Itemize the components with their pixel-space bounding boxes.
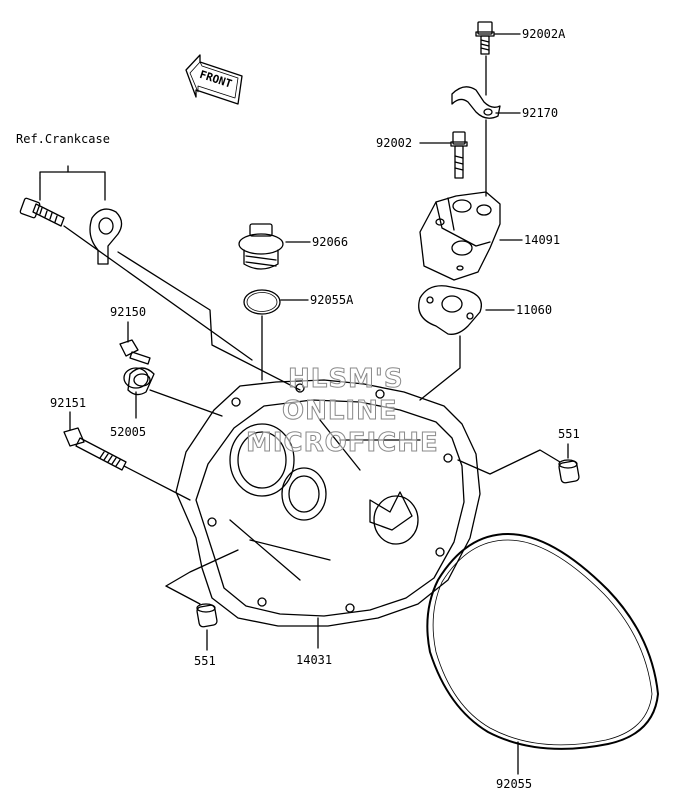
bolt-92151-icon [63,427,127,471]
part-label-551-right[interactable]: 551 [558,427,580,441]
part-label-92151[interactable]: 92151 [50,396,87,410]
part-label-92170[interactable]: 92170 [522,106,559,120]
part-label-92055[interactable]: 92055 [496,777,533,791]
part-label-14091[interactable]: 14091 [524,233,561,247]
bolt-92002A-icon [475,21,495,55]
watermark-line-1: HLSM'S [288,364,404,395]
part-label-11060[interactable]: 11060 [516,303,553,317]
bolt-92002-icon [450,131,468,179]
cover-14091-icon [419,191,501,281]
front-arrow-icon [185,54,243,105]
part-label-551-left[interactable]: 551 [194,654,216,668]
part-label-92150[interactable]: 92150 [110,305,147,319]
clip-92170-icon [451,86,501,119]
gasket-11060-icon [418,285,483,335]
bolt-92150-icon [119,339,151,365]
part-label-92055A[interactable]: 92055A [310,293,354,307]
plug-92066-icon [238,223,284,270]
part-label-92066[interactable]: 92066 [312,235,349,249]
part-label-52005[interactable]: 52005 [110,425,147,439]
watermark-line-2: ONLINE [282,396,398,427]
o-ring-92055A-icon [243,289,281,315]
part-label-92002A[interactable]: 92002A [522,27,566,41]
cover-14031-icon [175,379,481,627]
part-label-14031[interactable]: 14031 [296,653,333,667]
ref-crankcase-bracket [39,165,106,201]
tab-washer-icon [89,208,123,265]
o-ring-92055-icon [426,533,659,750]
seal-52005-icon [123,367,155,396]
crankcase-bolt-icon [19,197,65,227]
part-label-92002[interactable]: 92002 [376,136,413,150]
dowel-551-right-icon [558,459,580,484]
ref-crankcase-label: Ref.Crankcase [16,132,110,146]
dowel-551-left-icon [196,603,218,628]
watermark-line-3: MICROFICHE [246,428,439,459]
